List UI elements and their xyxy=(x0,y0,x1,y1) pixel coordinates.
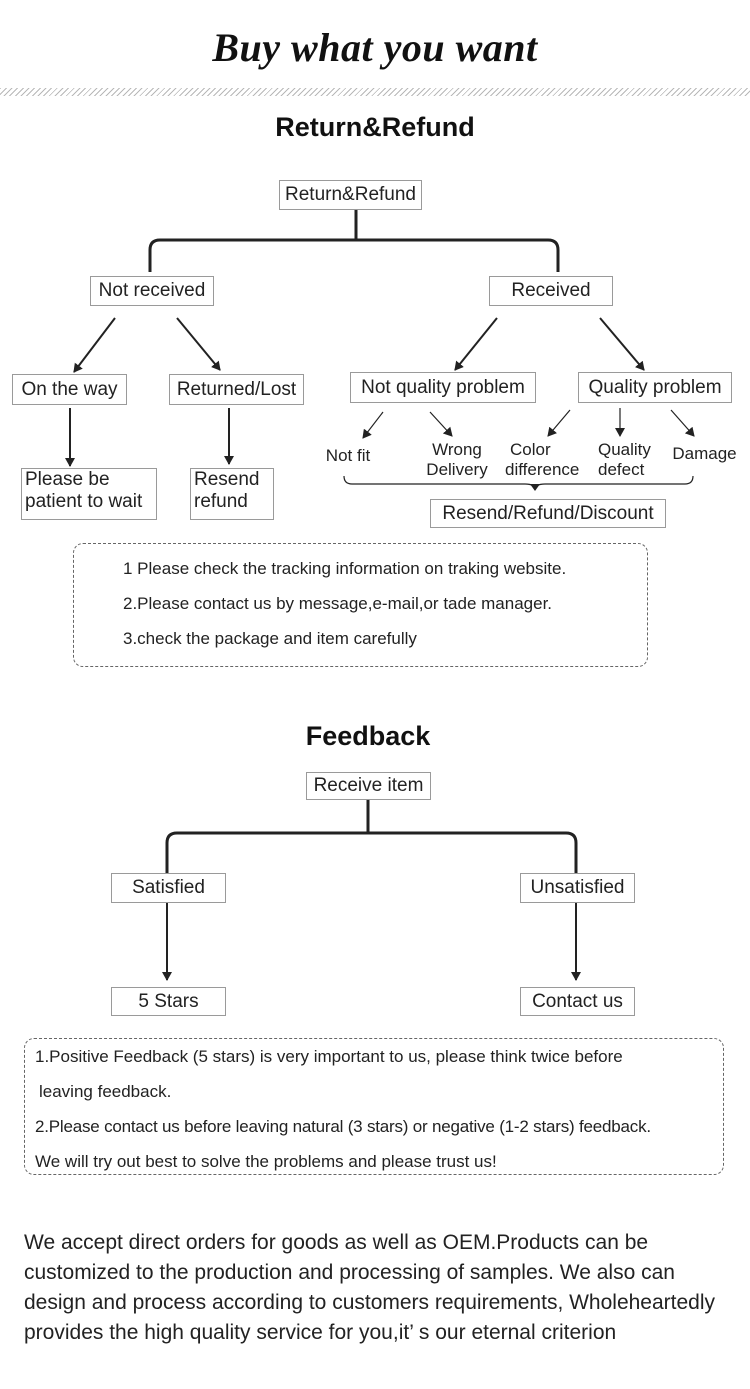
resend-line1: Resend xyxy=(194,469,260,490)
please-wait-line1: Please be xyxy=(25,469,110,490)
return-refund-bracket xyxy=(148,210,560,272)
node-resend-refund: Resend refund xyxy=(190,468,274,520)
color-line1: Color xyxy=(510,440,551,459)
return-refund-arrows xyxy=(65,317,645,467)
node-resend-refund-discount: Resend/Refund/Discount xyxy=(430,499,666,528)
feedback-title: Feedback xyxy=(305,721,431,751)
feedback-note-2: 2.Please contact us before leaving natur… xyxy=(35,1117,651,1136)
node-receive-item: Receive item xyxy=(306,772,431,800)
sub-reason-arrows xyxy=(362,408,695,439)
feedback-notes: 1.Positive Feedback (5 stars) is very im… xyxy=(24,1038,724,1175)
wrong-line1: Wrong xyxy=(432,440,482,459)
label-not-fit: Not fit xyxy=(325,446,371,465)
node-satisfied: Satisfied xyxy=(111,873,226,903)
color-line2: difference xyxy=(505,459,580,479)
return-note-2: 2.Please contact us by message,e-mail,or… xyxy=(123,594,553,613)
wrong-line2: Delivery xyxy=(426,459,488,479)
feedback-note-1b: leaving feedback. xyxy=(39,1082,172,1101)
node-returned-lost: Returned/Lost xyxy=(169,374,304,405)
node-on-the-way: On the way xyxy=(12,374,127,405)
node-not-quality-problem: Not quality problem xyxy=(350,372,536,403)
node-received: Received xyxy=(489,276,613,306)
node-not-received: Not received xyxy=(90,276,214,306)
qdefect-line2: defect xyxy=(598,459,645,479)
header-separator xyxy=(0,88,750,96)
node-please-wait: Please be patient to wait xyxy=(21,468,157,520)
feedback-bracket xyxy=(165,800,578,873)
return-note-3: 3.check the package and item carefully xyxy=(123,629,417,648)
return-refund-notes: 1 Please check the tracking information … xyxy=(73,543,648,667)
feedback-arrows xyxy=(162,903,581,981)
label-quality-defect: Quality defect xyxy=(598,440,658,479)
return-note-1: 1 Please check the tracking information … xyxy=(123,559,567,578)
page-header-title: Buy what you want xyxy=(212,25,538,70)
node-return-refund: Return&Refund xyxy=(279,180,422,210)
resend-line2: refund xyxy=(194,490,248,512)
feedback-note-3: We will try out best to solve the proble… xyxy=(35,1152,497,1171)
oem-description: We accept direct orders for goods as wel… xyxy=(24,1231,716,1344)
return-refund-title: Return&Refund xyxy=(275,112,475,142)
label-damage: Damage xyxy=(672,444,737,463)
label-color-difference: Color difference xyxy=(505,440,599,479)
node-unsatisfied: Unsatisfied xyxy=(520,873,635,903)
label-wrong-delivery: Wrong Delivery xyxy=(420,440,494,479)
qdefect-line1: Quality xyxy=(598,440,651,459)
node-contact-us: Contact us xyxy=(520,987,635,1016)
node-five-stars: 5 Stars xyxy=(111,987,226,1016)
please-wait-line2: patient to wait xyxy=(25,490,143,512)
node-quality-problem: Quality problem xyxy=(578,372,732,403)
feedback-note-1: 1.Positive Feedback (5 stars) is very im… xyxy=(35,1047,623,1066)
